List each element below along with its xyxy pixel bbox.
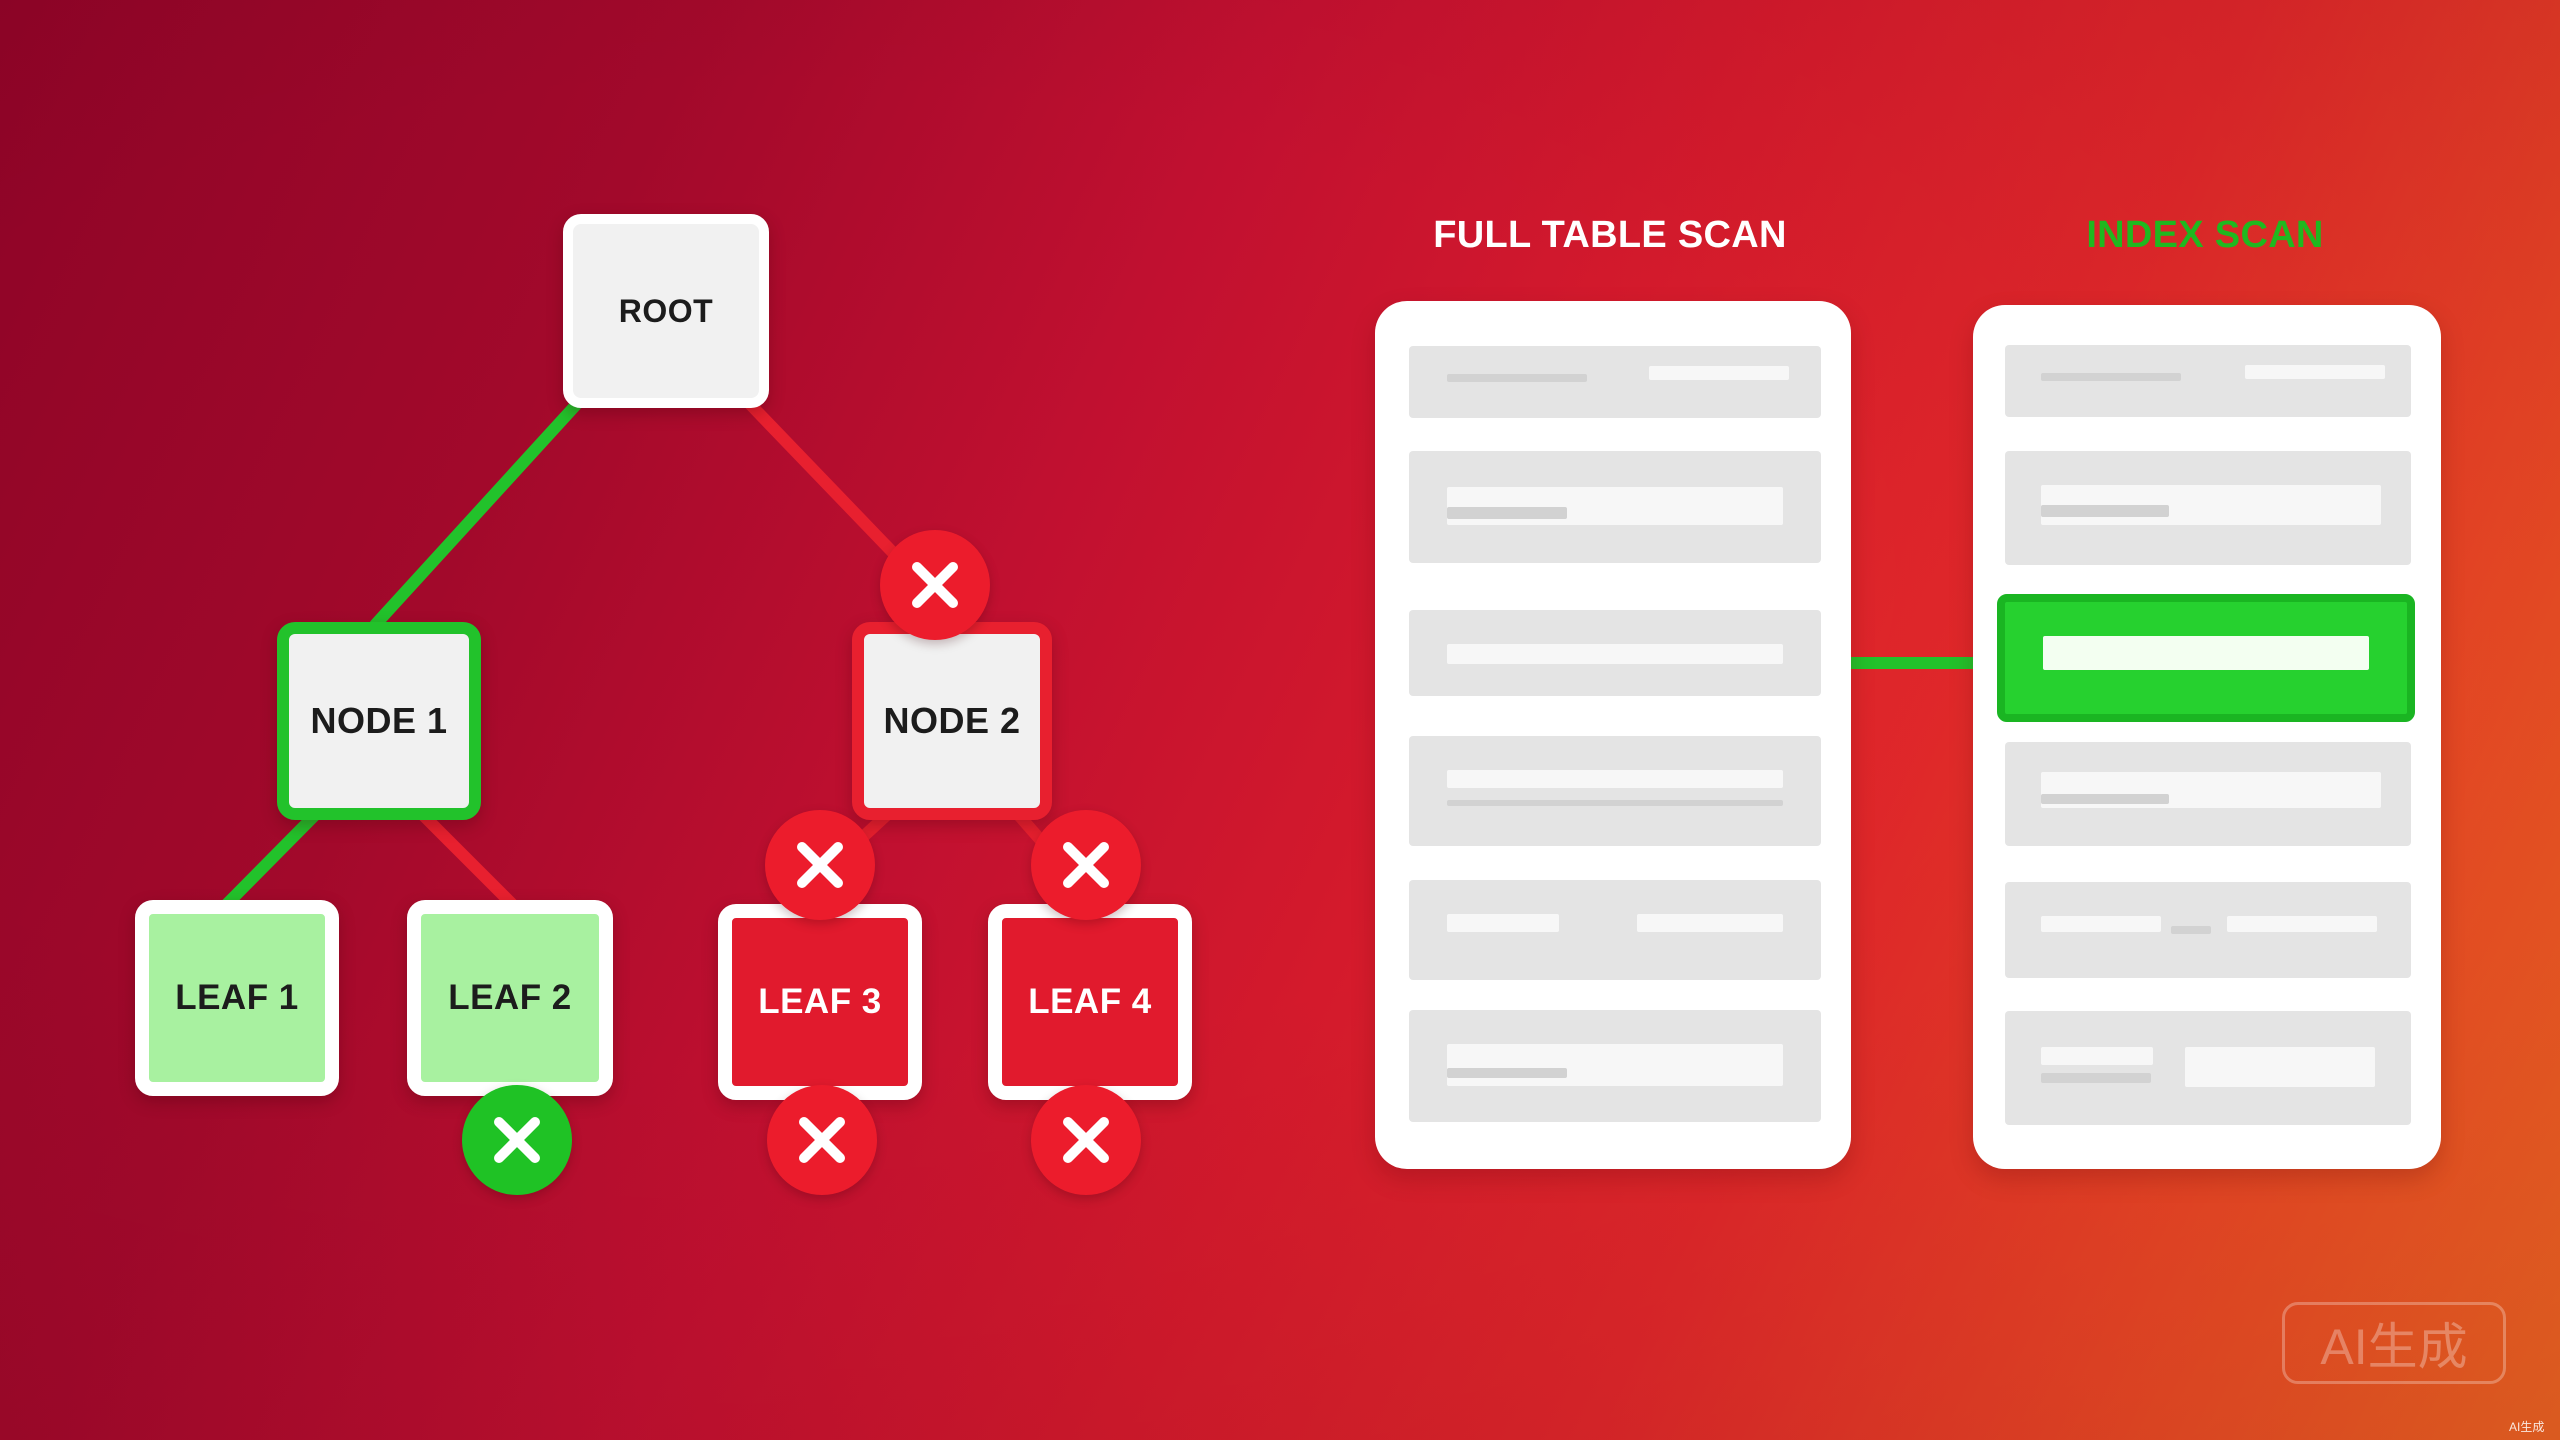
ai-generated-corner-mark: AI生成	[2509, 1420, 2545, 1434]
full-table-scan-title: FULL TABLE SCAN	[1433, 214, 1787, 256]
table-row-matched	[1997, 594, 2415, 722]
edge-root-node2	[742, 396, 906, 566]
table-row	[1409, 346, 1821, 418]
leaf-3-label: LEAF 3	[758, 982, 882, 1021]
leaf-4-label: LEAF 4	[1028, 982, 1152, 1021]
leaf-4: LEAF 4	[988, 904, 1192, 1100]
table-row	[1409, 736, 1821, 846]
index-scan-panel	[1973, 305, 2441, 1169]
node-1-label: NODE 1	[310, 700, 448, 741]
leaf-3: LEAF 3	[718, 904, 922, 1100]
root-node: ROOT	[563, 214, 769, 408]
index-scan-title: INDEX SCAN	[2086, 214, 2324, 256]
edge-node1-leaf2	[414, 806, 518, 910]
table-row	[1409, 1010, 1821, 1122]
node-1: NODE 1	[277, 622, 481, 820]
x-mark-icon-leaf4-top	[1031, 810, 1141, 920]
leaf-2: LEAF 2	[407, 900, 613, 1096]
table-row	[2005, 882, 2411, 978]
root-node-label: ROOT	[618, 292, 714, 329]
x-mark-icon-leaf2-bottom	[462, 1085, 572, 1195]
edge-root-node1	[369, 389, 591, 631]
table-row	[1409, 880, 1821, 980]
node-2: NODE 2	[852, 622, 1052, 820]
leaf-2-label: LEAF 2	[448, 978, 572, 1017]
node-2-label: NODE 2	[883, 700, 1021, 741]
table-row	[2005, 1011, 2411, 1125]
x-mark-icon-leaf3-top	[765, 810, 875, 920]
ai-generated-badge: AI生成	[2282, 1302, 2506, 1384]
x-mark-icon-node2	[880, 530, 990, 640]
edge-node1-leaf1	[221, 806, 324, 910]
x-mark-icon-leaf4-bottom	[1031, 1085, 1141, 1195]
table-row	[1409, 610, 1821, 696]
leaf-1-label: LEAF 1	[175, 978, 299, 1017]
leaf-1: LEAF 1	[135, 900, 339, 1096]
full-table-scan-panel	[1375, 301, 1851, 1169]
table-row	[2005, 345, 2411, 417]
x-mark-icon-leaf3-bottom	[767, 1085, 877, 1195]
table-row	[2005, 742, 2411, 846]
table-row	[2005, 451, 2411, 565]
table-row	[1409, 451, 1821, 563]
